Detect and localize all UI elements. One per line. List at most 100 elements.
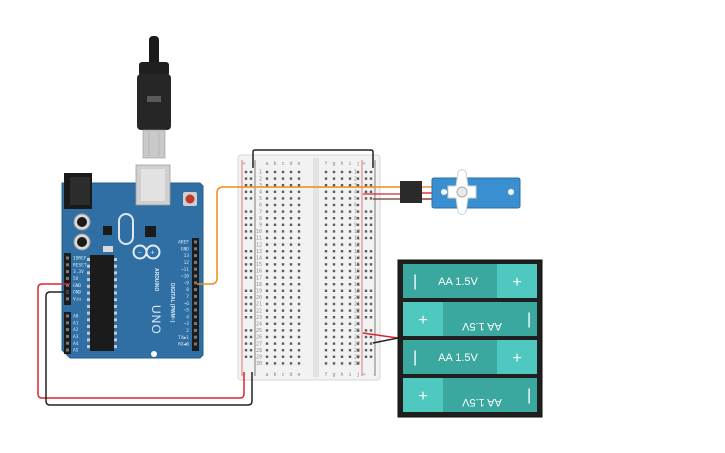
bb-hole[interactable] (324, 276, 328, 279)
bb-hole[interactable] (356, 316, 360, 319)
bb-hole[interactable] (324, 210, 328, 213)
bb-hole[interactable] (340, 309, 344, 312)
bb-rail-hole[interactable] (249, 349, 253, 352)
bb-hole[interactable] (281, 355, 285, 358)
bb-rail-hole[interactable] (364, 197, 368, 200)
bb-hole[interactable] (289, 243, 293, 246)
bb-hole[interactable] (289, 256, 293, 259)
bb-hole[interactable] (356, 309, 360, 312)
bb-hole[interactable] (273, 283, 277, 286)
bb-rail-hole[interactable] (364, 289, 368, 292)
bb-rail-hole[interactable] (364, 210, 368, 213)
bb-hole[interactable] (324, 329, 328, 332)
bb-hole[interactable] (273, 223, 277, 226)
bb-hole[interactable] (273, 203, 277, 207)
digital-pin[interactable] (194, 315, 197, 319)
bb-rail-hole[interactable] (244, 210, 248, 213)
bb-hole[interactable] (297, 190, 301, 193)
bb-hole[interactable] (348, 243, 352, 246)
bb-hole[interactable] (289, 217, 293, 220)
bb-rail-hole[interactable] (364, 217, 368, 220)
battery-pack[interactable]: |+AA 1.5V+|AA 1.5V|+AA 1.5V+|AA 1.5V (397, 259, 543, 418)
bb-hole[interactable] (297, 256, 301, 259)
bb-hole[interactable] (356, 283, 360, 286)
bb-hole[interactable] (265, 184, 269, 187)
bb-hole[interactable] (281, 283, 285, 286)
bb-hole[interactable] (273, 250, 277, 253)
wires[interactable] (37, 149, 405, 406)
bb-hole[interactable] (273, 335, 277, 339)
bb-rail-hole[interactable] (249, 329, 253, 332)
bb-hole[interactable] (281, 190, 285, 193)
bb-hole[interactable] (324, 197, 328, 200)
bb-hole[interactable] (281, 170, 285, 174)
bb-rail-hole[interactable] (364, 184, 368, 187)
bb-rail-hole[interactable] (369, 309, 373, 312)
bb-rail-hole[interactable] (369, 349, 373, 352)
bb-hole[interactable] (289, 236, 293, 240)
bb-hole[interactable] (340, 269, 344, 273)
bb-hole[interactable] (281, 335, 285, 339)
bb-hole[interactable] (273, 197, 277, 200)
bb-hole[interactable] (289, 283, 293, 286)
digital-header[interactable] (192, 238, 199, 351)
bb-hole[interactable] (332, 177, 336, 180)
bb-hole[interactable] (289, 322, 293, 325)
bb-rail-hole[interactable] (249, 223, 253, 226)
battery-cell[interactable]: |+AA 1.5V (403, 340, 537, 374)
bb-hole[interactable] (265, 355, 269, 358)
bb-rail-hole[interactable] (369, 276, 373, 279)
bb-hole[interactable] (281, 289, 285, 292)
bb-hole[interactable] (289, 190, 293, 193)
bb-hole[interactable] (332, 217, 336, 220)
bb-rail-hole[interactable] (249, 302, 253, 306)
bb-hole[interactable] (297, 355, 301, 358)
analog-pin[interactable] (66, 341, 69, 345)
bb-hole[interactable] (332, 263, 336, 266)
bb-hole[interactable] (324, 217, 328, 220)
bb-hole[interactable] (356, 203, 360, 207)
bb-hole[interactable] (289, 349, 293, 352)
bb-hole[interactable] (340, 190, 344, 193)
bb-hole[interactable] (340, 223, 344, 226)
bb-hole[interactable] (340, 263, 344, 266)
bb-rail-hole[interactable] (364, 342, 368, 345)
bb-rail-hole[interactable] (249, 256, 253, 259)
bb-hole[interactable] (348, 230, 352, 233)
bb-hole[interactable] (356, 256, 360, 259)
bb-rail-hole[interactable] (369, 223, 373, 226)
bb-rail-hole[interactable] (249, 217, 253, 220)
bb-rail-hole[interactable] (244, 197, 248, 200)
digital-pin[interactable] (194, 267, 197, 271)
bb-rail-hole[interactable] (364, 177, 368, 180)
bb-hole[interactable] (348, 362, 352, 365)
bb-hole[interactable] (324, 309, 328, 312)
bb-hole[interactable] (281, 210, 285, 213)
bb-hole[interactable] (273, 256, 277, 259)
bb-hole[interactable] (348, 316, 352, 319)
bb-rail-hole[interactable] (369, 177, 373, 180)
bb-hole[interactable] (356, 177, 360, 180)
bb-hole[interactable] (281, 217, 285, 220)
bb-rail-hole[interactable] (364, 256, 368, 259)
bb-hole[interactable] (332, 256, 336, 259)
bb-hole[interactable] (356, 329, 360, 332)
wire-orange-signal[interactable] (197, 186, 405, 285)
bb-hole[interactable] (324, 263, 328, 266)
bb-hole[interactable] (273, 276, 277, 279)
bb-hole[interactable] (348, 256, 352, 259)
bb-hole[interactable] (273, 322, 277, 325)
bb-hole[interactable] (332, 250, 336, 253)
bb-rail-hole[interactable] (369, 355, 373, 358)
bb-rail-hole[interactable] (364, 250, 368, 253)
bb-rail-hole[interactable] (244, 316, 248, 319)
bb-hole[interactable] (324, 190, 328, 193)
bb-hole[interactable] (340, 256, 344, 259)
bb-rail-hole[interactable] (249, 335, 253, 339)
bb-hole[interactable] (265, 230, 269, 233)
bb-rail-hole[interactable] (369, 342, 373, 345)
bb-rail-hole[interactable] (244, 276, 248, 279)
bb-hole[interactable] (265, 203, 269, 207)
bb-hole[interactable] (332, 302, 336, 306)
